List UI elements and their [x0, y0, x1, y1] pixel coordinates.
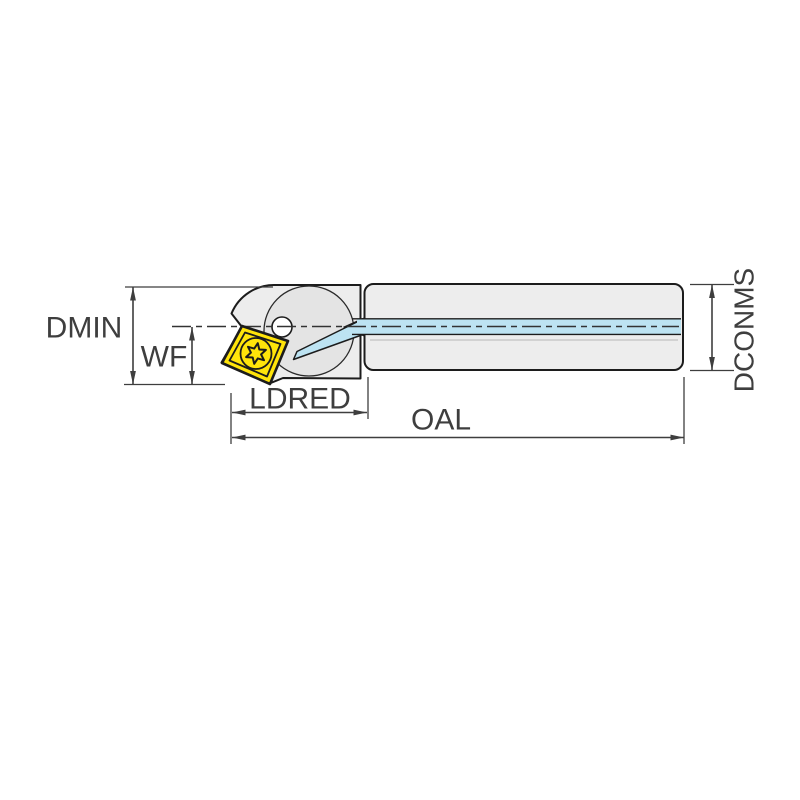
ldred-arrow-right-icon [353, 409, 367, 416]
wf-arrow-down-icon [189, 371, 195, 385]
coolant-bore-channel [357, 319, 681, 334]
oal-arrow-right-icon [670, 434, 684, 441]
cutting-insert [220, 324, 290, 386]
wf-label: WF [141, 341, 188, 374]
coolant-channel [292, 317, 681, 361]
dconms-label: DCONMS [729, 268, 760, 392]
dmin-arrow-up-icon [130, 287, 136, 301]
dimension-ldred: LDRED [230, 377, 369, 444]
dimension-dconms: DCONMS [690, 268, 760, 392]
dconms-arrow-up-icon [709, 284, 715, 298]
dmin-arrow-down-icon [130, 371, 136, 385]
wf-arrow-up-icon [189, 327, 195, 341]
oal-arrow-left-icon [232, 434, 246, 441]
insert-inner-face [228, 331, 282, 378]
oal-label: OAL [411, 404, 471, 437]
torx-star-icon [245, 342, 267, 365]
dimension-wf: WF [141, 327, 195, 385]
dconms-arrow-down-icon [709, 357, 715, 371]
ldred-label: LDRED [249, 383, 351, 416]
dimension-dmin: DMIN [46, 286, 273, 386]
dmin-label: DMIN [46, 312, 123, 345]
dimension-oal: OAL [232, 377, 685, 444]
ldred-arrow-left-icon [232, 409, 246, 416]
torx-screw-icon [239, 337, 273, 370]
